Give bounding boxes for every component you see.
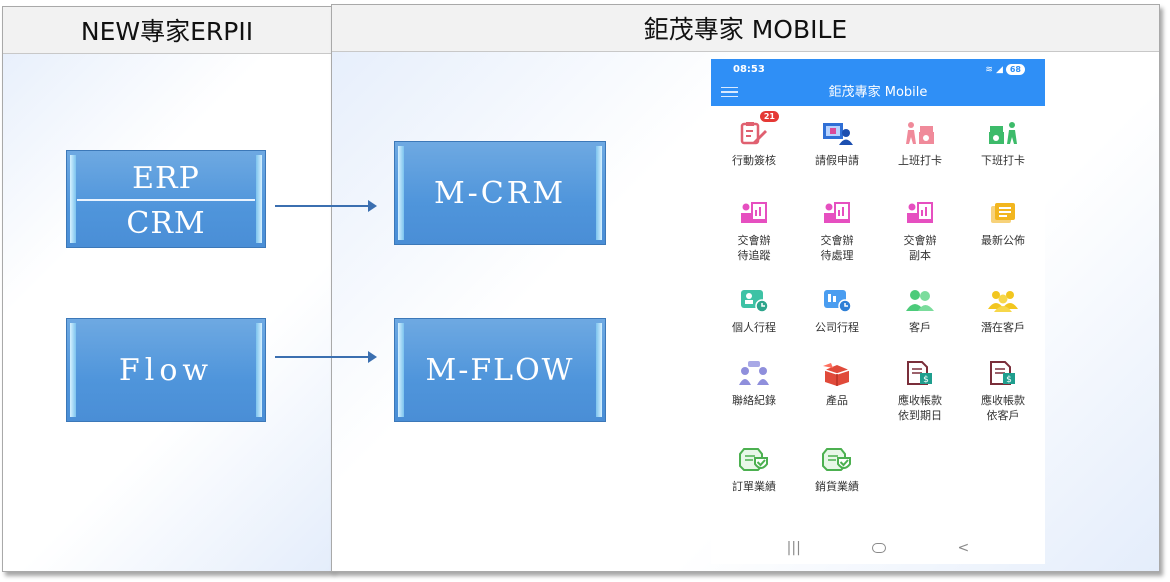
arrow-erp-to-mcrm: [275, 200, 377, 212]
feature-label: 下班打卡: [981, 154, 1025, 167]
feature-tile[interactable]: 銷貨業績: [795, 445, 879, 494]
feature-label: 產品: [826, 394, 848, 407]
feature-tile[interactable]: 客戶: [878, 286, 962, 335]
m-crm-box: M-CRM: [394, 141, 606, 245]
feature-tile[interactable]: 交會辦 待追蹤: [712, 199, 796, 263]
announcement-icon: [986, 199, 1020, 227]
erp-crm-box: ERP CRM: [66, 150, 266, 248]
feature-label: 聯絡紀錄: [732, 394, 776, 407]
feature-label: 訂單業績: [732, 480, 776, 493]
feature-label: 最新公佈: [981, 234, 1025, 247]
feature-label: 潛在客戶: [981, 321, 1025, 334]
left-panel: NEW專家ERPII: [2, 6, 332, 572]
m-flow-box: M-FLOW: [394, 318, 606, 422]
svg-text:$: $: [1006, 375, 1012, 385]
feature-label: 上班打卡: [898, 154, 942, 167]
feature-label: 應收帳款 依到期日: [898, 394, 942, 422]
wifi-icon: ≋: [985, 64, 993, 75]
feature-label: 交會辦 待追蹤: [737, 234, 771, 262]
feature-tile[interactable]: 個人行程: [712, 286, 796, 335]
box-divider: [77, 199, 255, 201]
home-button[interactable]: [872, 543, 887, 553]
status-time: 08:53: [733, 64, 765, 75]
feature-tile[interactable]: 公司行程: [795, 286, 879, 335]
receivable-date-icon: $: [903, 359, 937, 387]
feature-tile[interactable]: 最新公佈: [961, 199, 1045, 248]
feature-tile[interactable]: 訂單業績: [712, 445, 796, 494]
arrow-flow-to-mflow: [275, 351, 377, 363]
notification-badge: 21: [759, 111, 779, 122]
signal-icon: ◢: [995, 64, 1003, 75]
feature-tile[interactable]: 交會辦 待處理: [795, 199, 879, 263]
feature-label: 公司行程: [815, 321, 859, 334]
feature-tile[interactable]: 請假申請: [795, 119, 879, 168]
meeting-board-icon: [820, 199, 854, 227]
clock-out-icon: [986, 119, 1020, 147]
flow-label: Flow: [118, 352, 214, 388]
recent-apps-button[interactable]: |||: [786, 540, 801, 556]
app-header: 08:53 ≋ ◢ 68 鉅茂專家 Mobile: [711, 59, 1045, 106]
feature-tile[interactable]: 產品: [795, 359, 879, 408]
m-crm-label: M-CRM: [433, 175, 567, 211]
m-flow-label: M-FLOW: [425, 352, 575, 388]
sales-performance-icon: [820, 445, 854, 473]
leave-request-icon: [820, 119, 854, 147]
hamburger-menu-icon[interactable]: [721, 87, 738, 97]
feature-label: 個人行程: [732, 321, 776, 334]
battery-indicator: 68: [1005, 64, 1025, 75]
crm-label: CRM: [126, 206, 206, 241]
order-performance-icon: [737, 445, 771, 473]
android-nav-bar: ||| <: [711, 538, 1045, 558]
feature-tile[interactable]: 聯絡紀錄: [712, 359, 796, 408]
app-title: 鉅茂專家 Mobile: [828, 85, 928, 100]
status-icons: ≋ ◢ 68: [985, 64, 1025, 75]
mobile-app-screenshot: 08:53 ≋ ◢ 68 鉅茂專家 Mobile 21 行動簽核 請假申請 上班打卡 下…: [711, 59, 1045, 564]
product-box-icon: [820, 359, 854, 387]
clipboard-edit-icon: 21: [737, 111, 779, 147]
feature-label: 應收帳款 依客戶: [981, 394, 1025, 422]
feature-tile[interactable]: $ 應收帳款 依到期日: [878, 359, 962, 423]
feature-label: 行動簽核: [732, 154, 776, 167]
feature-label: 銷貨業績: [815, 480, 859, 493]
left-panel-title: NEW專家ERPII: [3, 7, 331, 54]
customers-icon: [903, 286, 937, 314]
feature-label: 請假申請: [815, 154, 859, 167]
feature-label: 客戶: [909, 321, 931, 334]
meeting-board-icon: [903, 199, 937, 227]
back-button[interactable]: <: [957, 540, 970, 556]
feature-tile[interactable]: 潛在客戶: [961, 286, 1045, 335]
receivable-customer-icon: $: [986, 359, 1020, 387]
feature-tile[interactable]: 上班打卡: [878, 119, 962, 168]
feature-tile[interactable]: $ 應收帳款 依客戶: [961, 359, 1045, 423]
right-panel-title: 鉅茂專家 MOBILE: [332, 5, 1159, 52]
meeting-board-icon: [737, 199, 771, 227]
clock-in-icon: [903, 119, 937, 147]
prospects-icon: [986, 286, 1020, 314]
flow-box: Flow: [66, 318, 266, 422]
feature-tile[interactable]: 下班打卡: [961, 119, 1045, 168]
feature-label: 交會辦 副本: [903, 234, 937, 262]
feature-label: 交會辦 待處理: [820, 234, 854, 262]
svg-text:$: $: [923, 375, 929, 385]
personal-schedule-icon: [737, 286, 771, 314]
erp-label: ERP: [132, 161, 200, 196]
feature-tile[interactable]: 21 行動簽核: [712, 111, 796, 168]
contact-log-icon: [737, 359, 771, 387]
feature-tile[interactable]: 交會辦 副本: [878, 199, 962, 263]
company-schedule-icon: [820, 286, 854, 314]
